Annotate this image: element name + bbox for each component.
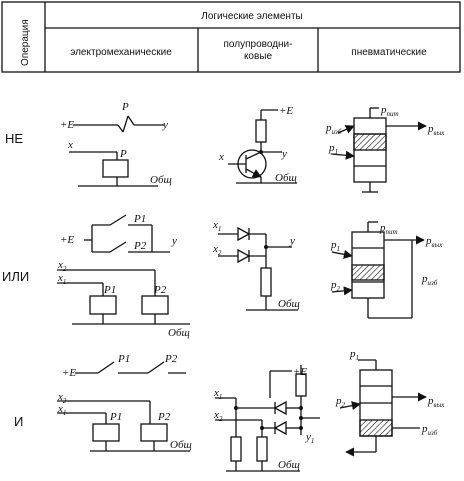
and-pneumatic: p1 p2 pвых pизб (335, 348, 445, 457)
not-semiconductor: +E x y Общ (218, 105, 297, 184)
or-em-output: y (171, 235, 177, 247)
and-sc-input1: x1 (213, 387, 222, 401)
and-sc-output: y1 (305, 431, 314, 445)
or-sc-input2: x2 (212, 243, 222, 257)
not-sc-resistor (255, 119, 267, 143)
or-semiconductor: x1 x2 y Общ (212, 219, 300, 311)
and-pn-input1: p1 (349, 348, 359, 362)
and-em-input2: x2 (57, 391, 67, 405)
not-sc-supply: +E (279, 105, 293, 117)
not-pn-bias: pизб (325, 122, 342, 136)
not-sc-input: x (218, 151, 224, 163)
col-semiconductor-line1: полупроводни- (224, 39, 293, 50)
or-pneumatic: pпит p1 p2 pвых pизб (330, 221, 443, 319)
or-sc-resistor (260, 267, 272, 297)
or-pn-input2: p2 (330, 279, 341, 293)
and-em-supply: +E (62, 367, 76, 379)
not-sc-common: Общ (275, 172, 297, 184)
col-semiconductor-line2: ковые (244, 51, 273, 62)
not-em-common: Общ (150, 174, 172, 186)
not-pn-output: pвых (427, 123, 445, 137)
not-em-relay-coil: P (119, 148, 127, 160)
not-pn-supply: pпит (380, 104, 399, 118)
or-em-contact2: P2 (133, 240, 147, 252)
col-electromechanical: электромеханические (70, 47, 172, 58)
and-sc-resistor-x1 (230, 436, 242, 462)
not-em-output: y (162, 119, 168, 131)
and-em-coil2: P2 (157, 411, 171, 423)
and-em-contact1: P1 (117, 353, 130, 365)
and-pn-bias: pизб (421, 423, 438, 437)
and-em-coil1: P1 (109, 411, 122, 423)
or-pn-input1: p1 (330, 239, 340, 253)
or-pn-supply: pпит (379, 222, 398, 236)
or-pn-bias: pизб (421, 273, 438, 287)
and-sc-resistor-x2 (256, 436, 268, 462)
or-em-common: Общ (168, 327, 190, 339)
or-electromechanical: +E P1 P2 y x2 x1 P1 P2 Общ (57, 213, 190, 339)
or-em-input2: x2 (57, 259, 67, 273)
and-em-input1: x1 (57, 403, 66, 417)
and-electromechanical: +E P1 P2 x2 x1 P1 P2 Общ (57, 353, 192, 452)
junction-dots (234, 150, 303, 430)
and-sc-diode1 (273, 400, 287, 416)
or-pn-output: pвых (425, 235, 443, 249)
not-em-supply: +E (60, 119, 74, 131)
op-label-or: ИЛИ (2, 269, 29, 284)
not-pneumatic: pпит pизб p1 pвых (325, 104, 445, 193)
op-label-not: НЕ (5, 131, 23, 146)
or-sc-output: y (289, 235, 295, 247)
and-em-contact2: P2 (164, 353, 178, 365)
not-electromechanical: +E P y x P Общ (60, 101, 172, 187)
or-sc-diode1 (237, 226, 251, 242)
and-sc-diode2 (273, 420, 287, 436)
operation-header: Операция (20, 19, 31, 66)
and-em-common: Общ (170, 439, 192, 451)
or-em-coil2: P2 (153, 284, 167, 296)
col-pneumatic: пневматические (351, 47, 427, 58)
or-em-input1: x1 (57, 272, 66, 286)
not-em-input: x (67, 139, 73, 151)
and-sc-common: Общ (278, 459, 300, 471)
or-sc-input1: x1 (212, 219, 221, 233)
op-label-and: И (14, 414, 23, 429)
and-semiconductor: +E x1 x2 y1 Общ (213, 365, 320, 472)
and-sc-supply: +E (293, 366, 307, 378)
not-pn-input: p1 (328, 142, 338, 156)
table-header: Операция Логические элементы электромеха… (1, 1, 461, 73)
or-sc-diode2 (237, 248, 251, 264)
or-em-supply: +E (60, 234, 74, 246)
and-sc-input2: x2 (213, 409, 223, 423)
not-sc-output: y (281, 148, 287, 160)
or-sc-common: Общ (278, 298, 300, 310)
or-em-contact1: P1 (133, 213, 146, 225)
and-pn-output: pвых (427, 395, 445, 409)
group-title: Логические элементы (201, 11, 302, 22)
or-em-coil1: P1 (103, 284, 116, 296)
not-em-relay-contact: P (121, 101, 129, 113)
and-pn-input2: p2 (335, 395, 346, 409)
